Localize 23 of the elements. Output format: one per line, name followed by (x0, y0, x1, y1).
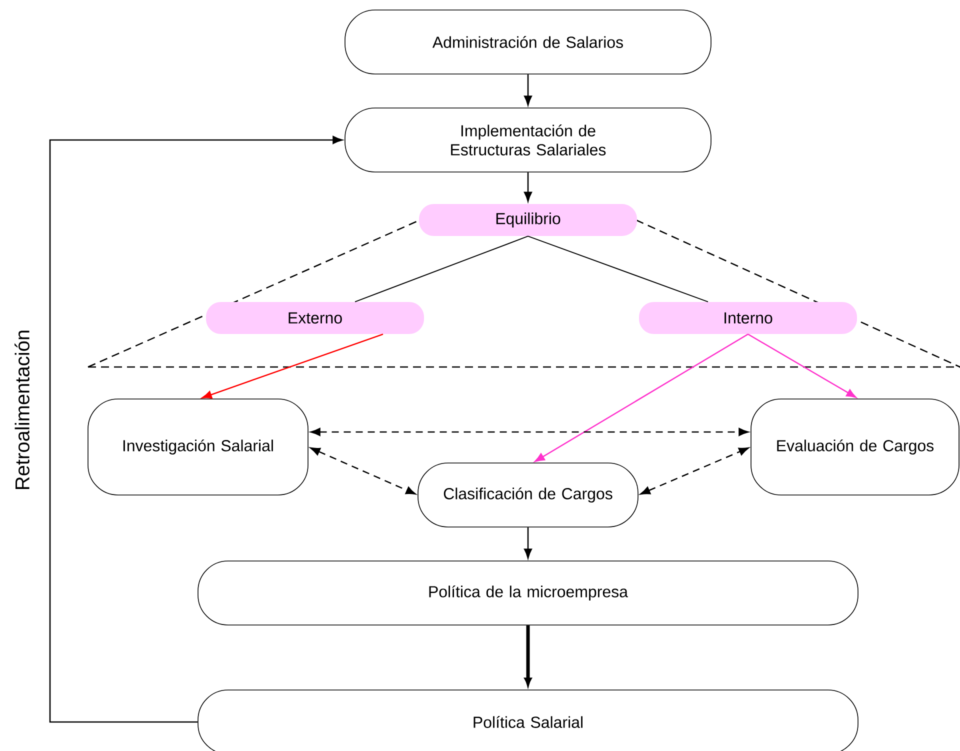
arrow (524, 527, 532, 559)
connector-line (528, 236, 708, 302)
process-box: Política de la microempresa (198, 560, 858, 626)
connector-line (354, 236, 528, 302)
arrow (524, 172, 532, 202)
pill-label: Interno (639, 302, 857, 334)
pill-label: Externo (206, 302, 424, 334)
arrow (524, 74, 532, 106)
process-box: Clasificación de Cargos (418, 462, 638, 528)
pill-label: Equilibrio (419, 204, 637, 236)
edge-label: Retroalimentación (14, 330, 30, 489)
arrow (310, 428, 749, 436)
arrow (310, 447, 416, 495)
arrow (748, 334, 856, 398)
arrow (49, 136, 343, 723)
process-box: Administración de Salarios (344, 10, 712, 74)
process-box: Implementación de Estructuras Salariales (344, 108, 712, 172)
arrow (640, 447, 749, 495)
process-box: Investigación Salarial (88, 398, 308, 496)
arrow (534, 334, 748, 462)
process-box: Política Salarial (198, 690, 858, 751)
process-box: Evaluación de Cargos (750, 398, 960, 496)
arrow (202, 334, 384, 399)
